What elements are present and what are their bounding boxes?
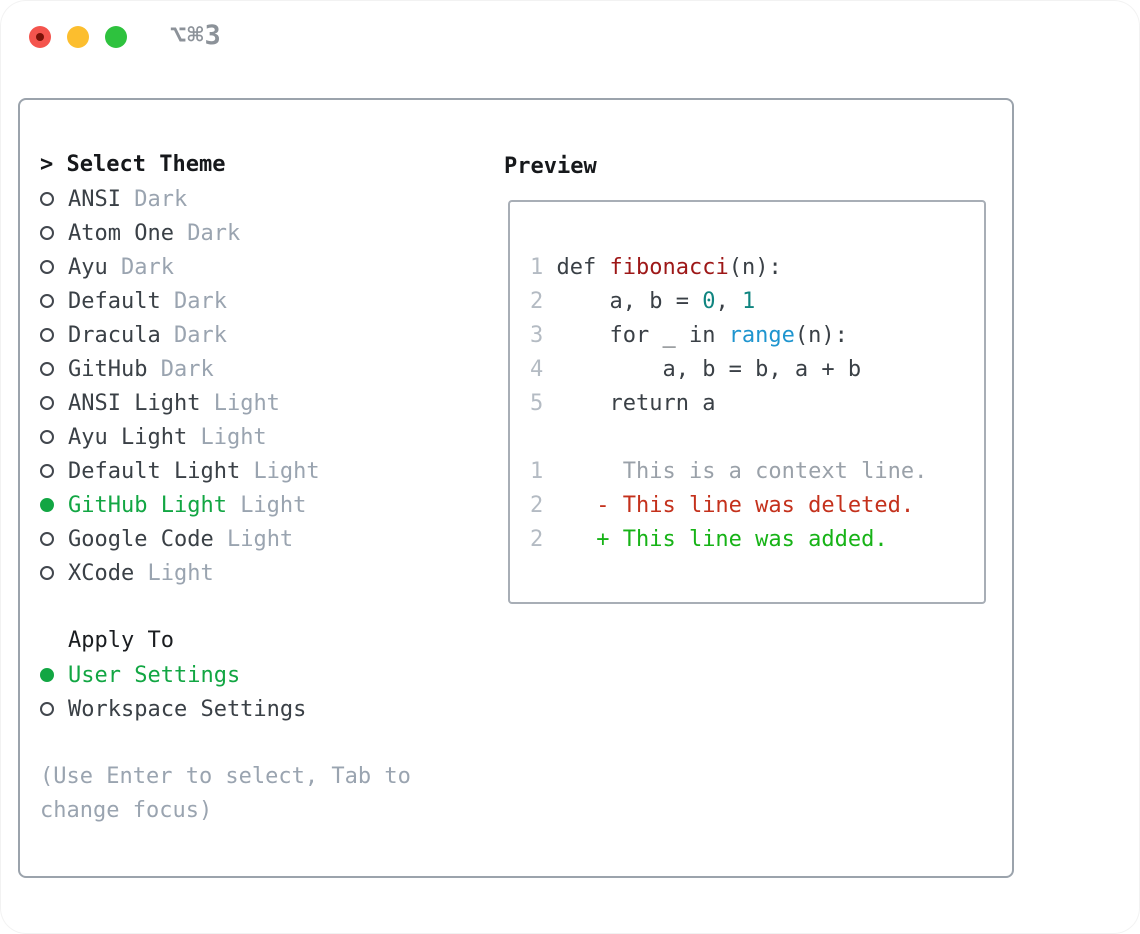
theme-option-default[interactable]: Default Dark [40,284,411,318]
radio-icon [40,532,54,546]
apply-option-label: Workspace Settings [68,696,307,722]
theme-option-xcode[interactable]: XCode Light [40,556,411,590]
theme-variant-label: Dark [134,186,188,212]
radio-icon [40,362,54,376]
theme-option-ayu-light[interactable]: Ayu Light Light [40,420,411,454]
theme-option-ayu[interactable]: Ayu Dark [40,250,411,284]
preview-line: 5 return a [530,391,716,416]
line-number: 1 [530,459,544,484]
theme-variant-label: Light [147,560,214,586]
theme-variant-label: Light [226,526,294,552]
radio-icon [40,294,54,308]
theme-option-github-light[interactable]: GitHub Light Light [40,488,411,522]
minimize-button[interactable] [67,26,89,48]
theme-variant-label: Light [213,390,280,416]
theme-option-label: GitHub [68,356,161,382]
theme-variant-label: Dark [173,288,227,314]
apply-option-label: User Settings [68,662,241,688]
theme-option-atom-one[interactable]: Atom One Dark [40,216,411,250]
line-number: 3 [530,323,544,348]
line-number: 5 [530,391,544,416]
theme-variant-label: Dark [120,254,174,280]
radio-selected-icon [40,668,54,682]
theme-variant-label: Dark [160,356,214,382]
apply-option-user-settings[interactable]: User Settings [40,658,411,692]
zoom-button[interactable] [105,26,127,48]
preview-line: 4 a, b = b, a + b [530,357,862,382]
line-number: 2 [530,527,544,552]
radio-icon [40,328,54,342]
theme-option-github[interactable]: GitHub Dark [40,352,411,386]
theme-option-dracula[interactable]: Dracula Dark [40,318,411,352]
close-button[interactable] [29,26,51,48]
theme-option-label: Google Code [68,526,227,552]
theme-option-label: Dracula [68,322,174,348]
theme-variant-label: Dark [173,322,227,348]
theme-option-default-light[interactable]: Default Light Light [40,454,411,488]
theme-option-label: Atom One [68,220,188,246]
radio-icon [40,430,54,444]
theme-option-ansi-light[interactable]: ANSI Light Light [40,386,411,420]
apply-option-workspace-settings[interactable]: Workspace Settings [40,692,411,726]
preview-line: 2 a, b = 0, 1 [530,289,756,314]
window-title: ⌥⌘3 [170,20,222,51]
line-number: 4 [530,357,544,382]
preview-line: 1 This is a context line. [530,459,928,484]
theme-option-label: XCode [68,560,148,586]
theme-variant-label: Light [253,458,320,484]
close-button-dot-icon [36,33,44,41]
select-theme-header: > Select Theme [40,148,411,182]
select-theme-title: Select Theme [66,152,226,177]
radio-icon [40,260,54,274]
radio-icon [40,396,54,410]
theme-variant-label: Light [200,424,267,450]
preview-title: Preview [504,154,597,179]
theme-option-label: ANSI Light [68,390,214,416]
preview-line [530,421,984,455]
theme-option-label: GitHub Light [68,492,241,518]
radio-icon [40,702,54,716]
theme-variant-label: Dark [187,220,241,246]
radio-icon [40,226,54,240]
hint-line-1: (Use Enter to select, Tab to [40,764,411,789]
theme-option-label: Default [68,288,174,314]
theme-option-label: Default Light [68,458,254,484]
preview-line: 1 def fibonacci(n): [530,255,782,280]
radio-icon [40,566,54,580]
theme-variant-label: Light [240,492,307,518]
theme-option-label: Ayu Light [68,424,201,450]
hint-text: (Use Enter to select, Tab to change focu… [40,760,411,828]
preview-line: 2 + This line was added. [530,527,888,552]
theme-option-label: ANSI [68,186,135,212]
line-number: 1 [530,255,544,280]
theme-option-google-code[interactable]: Google Code Light [40,522,411,556]
theme-option-label: Ayu [68,254,121,280]
preview-line: 3 for _ in range(n): [530,323,848,348]
theme-option-ansi[interactable]: ANSI Dark [40,182,411,216]
line-number: 2 [530,493,544,518]
radio-selected-icon [40,498,54,512]
line-number: 2 [530,289,544,314]
apply-to-header: Apply To [68,628,174,653]
preview-pane: 1 def fibonacci(n): 2 a, b = 0, 1 3 for _ … [508,200,986,604]
radio-icon [40,464,54,478]
radio-icon [40,192,54,206]
hint-line-2: change focus) [40,798,213,823]
preview-line: 2 - This line was deleted. [530,493,915,518]
focus-caret-icon: > [40,152,54,177]
